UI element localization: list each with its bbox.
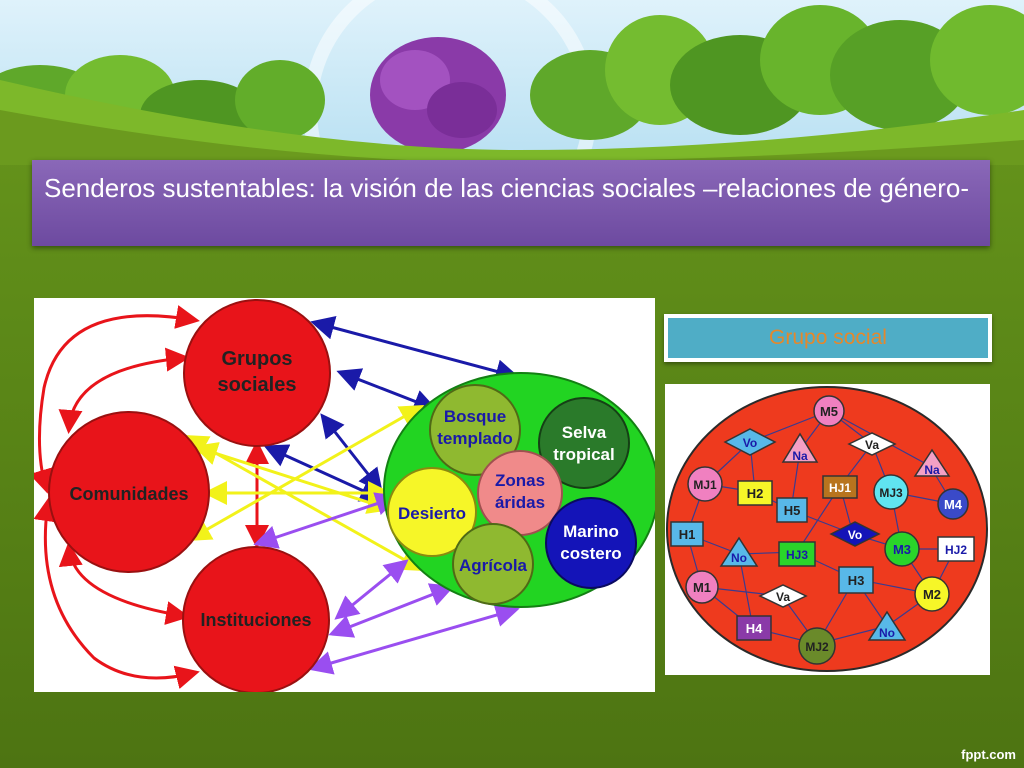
net-node-vo-top: Vo	[723, 428, 777, 456]
net-node-h4: H4	[736, 615, 772, 641]
svg-text:HJ2: HJ2	[945, 543, 967, 557]
agricola-label: Agrícola	[459, 556, 528, 575]
svg-text:H1: H1	[679, 527, 696, 542]
net-node-h3: H3	[838, 566, 874, 594]
svg-text:Na: Na	[792, 449, 808, 463]
eco-selva-tropical: Selva tropical	[538, 397, 630, 489]
svg-text:M1: M1	[693, 580, 711, 595]
net-node-m4: M4	[937, 488, 969, 520]
bosque-label-line1: Bosque	[444, 407, 506, 426]
eco-zonas-aridas: Zonas áridas	[477, 450, 563, 536]
svg-text:Vo: Vo	[848, 528, 862, 542]
slide-title-bar: Senderos sustentables: la visión de las …	[32, 160, 990, 246]
net-node-m5: M5	[813, 395, 845, 427]
eco-bosque-templado: Bosque templado	[429, 384, 521, 476]
svg-text:M5: M5	[820, 404, 838, 419]
net-node-hj2: HJ2	[937, 536, 975, 562]
net-node-no-left: No	[719, 536, 759, 567]
zonas-label-line2: áridas	[495, 493, 545, 512]
svg-text:M4: M4	[944, 497, 963, 512]
zonas-label-line1: Zonas	[495, 471, 545, 490]
svg-text:H2: H2	[747, 486, 764, 501]
desierto-label: Desierto	[398, 504, 466, 523]
net-node-m1: M1	[685, 570, 719, 604]
selva-label-line2: tropical	[553, 445, 614, 464]
social-ecosystem-diagram: Grupos sociales Comunidades Institucione…	[29, 298, 659, 694]
selva-label-line1: Selva	[562, 423, 607, 442]
svg-text:MJ1: MJ1	[693, 478, 717, 492]
svg-text:H4: H4	[746, 621, 763, 636]
net-node-mj1: MJ1	[687, 466, 723, 502]
group-label-box: Grupo social	[664, 314, 992, 362]
svg-text:Na: Na	[924, 463, 940, 477]
bosque-label-line2: templado	[437, 429, 513, 448]
net-node-mj3: MJ3	[873, 474, 909, 510]
purple-arrows	[253, 492, 520, 675]
net-node-na-top: Na	[781, 432, 819, 463]
social-network-diagram: M5 Vo Na Va Na MJ1 H2 HJ1	[665, 384, 990, 675]
purple-tree-decoration	[370, 37, 506, 160]
eco-marino-costero: Marino costero	[545, 497, 637, 589]
marino-label-line2: costero	[560, 544, 621, 563]
banner-illustration	[0, 0, 1024, 165]
ecosystem-cluster: Bosque templado Selva tropical Zonas ári…	[383, 372, 659, 608]
grupos-label-line1: Grupos	[221, 348, 292, 370]
svg-text:MJ2: MJ2	[805, 640, 829, 654]
net-node-mj2: MJ2	[798, 627, 836, 665]
svg-text:No: No	[879, 626, 895, 640]
net-node-m2: M2	[914, 576, 950, 612]
slide-title: Senderos sustentables: la visión de las …	[44, 173, 969, 203]
net-node-hj3: HJ3	[778, 541, 816, 567]
node-instituciones: Instituciones	[182, 546, 330, 694]
net-node-no-bottom: No	[867, 610, 907, 641]
group-label: Grupo social	[769, 326, 887, 349]
net-node-h5: H5	[776, 497, 808, 523]
eco-desierto: Desierto	[387, 467, 477, 557]
net-node-h1: H1	[670, 521, 704, 547]
net-node-va-bottom: Va	[758, 584, 808, 608]
net-node-va-top: Va	[847, 432, 897, 456]
svg-text:M3: M3	[893, 542, 911, 557]
net-node-h2: H2	[737, 480, 773, 506]
grupos-label-line2: sociales	[218, 374, 297, 396]
svg-text:Vo: Vo	[743, 436, 757, 450]
svg-text:H3: H3	[848, 573, 865, 588]
instituciones-label: Instituciones	[200, 610, 311, 630]
svg-text:M2: M2	[923, 587, 941, 602]
group-label-inner: Grupo social	[668, 318, 988, 358]
node-comunidades: Comunidades	[48, 411, 210, 573]
svg-text:HJ1: HJ1	[829, 481, 851, 495]
comunidades-label: Comunidades	[69, 484, 188, 504]
net-node-hj1: HJ1	[822, 475, 858, 499]
net-node-na-right: Na	[913, 448, 951, 477]
svg-text:MJ3: MJ3	[879, 486, 903, 500]
eco-agricola: Agrícola	[452, 523, 534, 605]
svg-text:Va: Va	[865, 438, 879, 452]
marino-label-line1: Marino	[563, 522, 619, 541]
svg-text:Va: Va	[776, 590, 790, 604]
net-node-vo-center: Vo	[829, 521, 881, 547]
svg-text:HJ3: HJ3	[786, 548, 808, 562]
footer-brand: fppt.com	[961, 747, 1016, 762]
svg-text:No: No	[731, 551, 747, 565]
svg-text:H5: H5	[784, 503, 801, 518]
net-node-m3: M3	[884, 531, 920, 567]
node-grupos-sociales: Grupos sociales	[183, 299, 331, 447]
